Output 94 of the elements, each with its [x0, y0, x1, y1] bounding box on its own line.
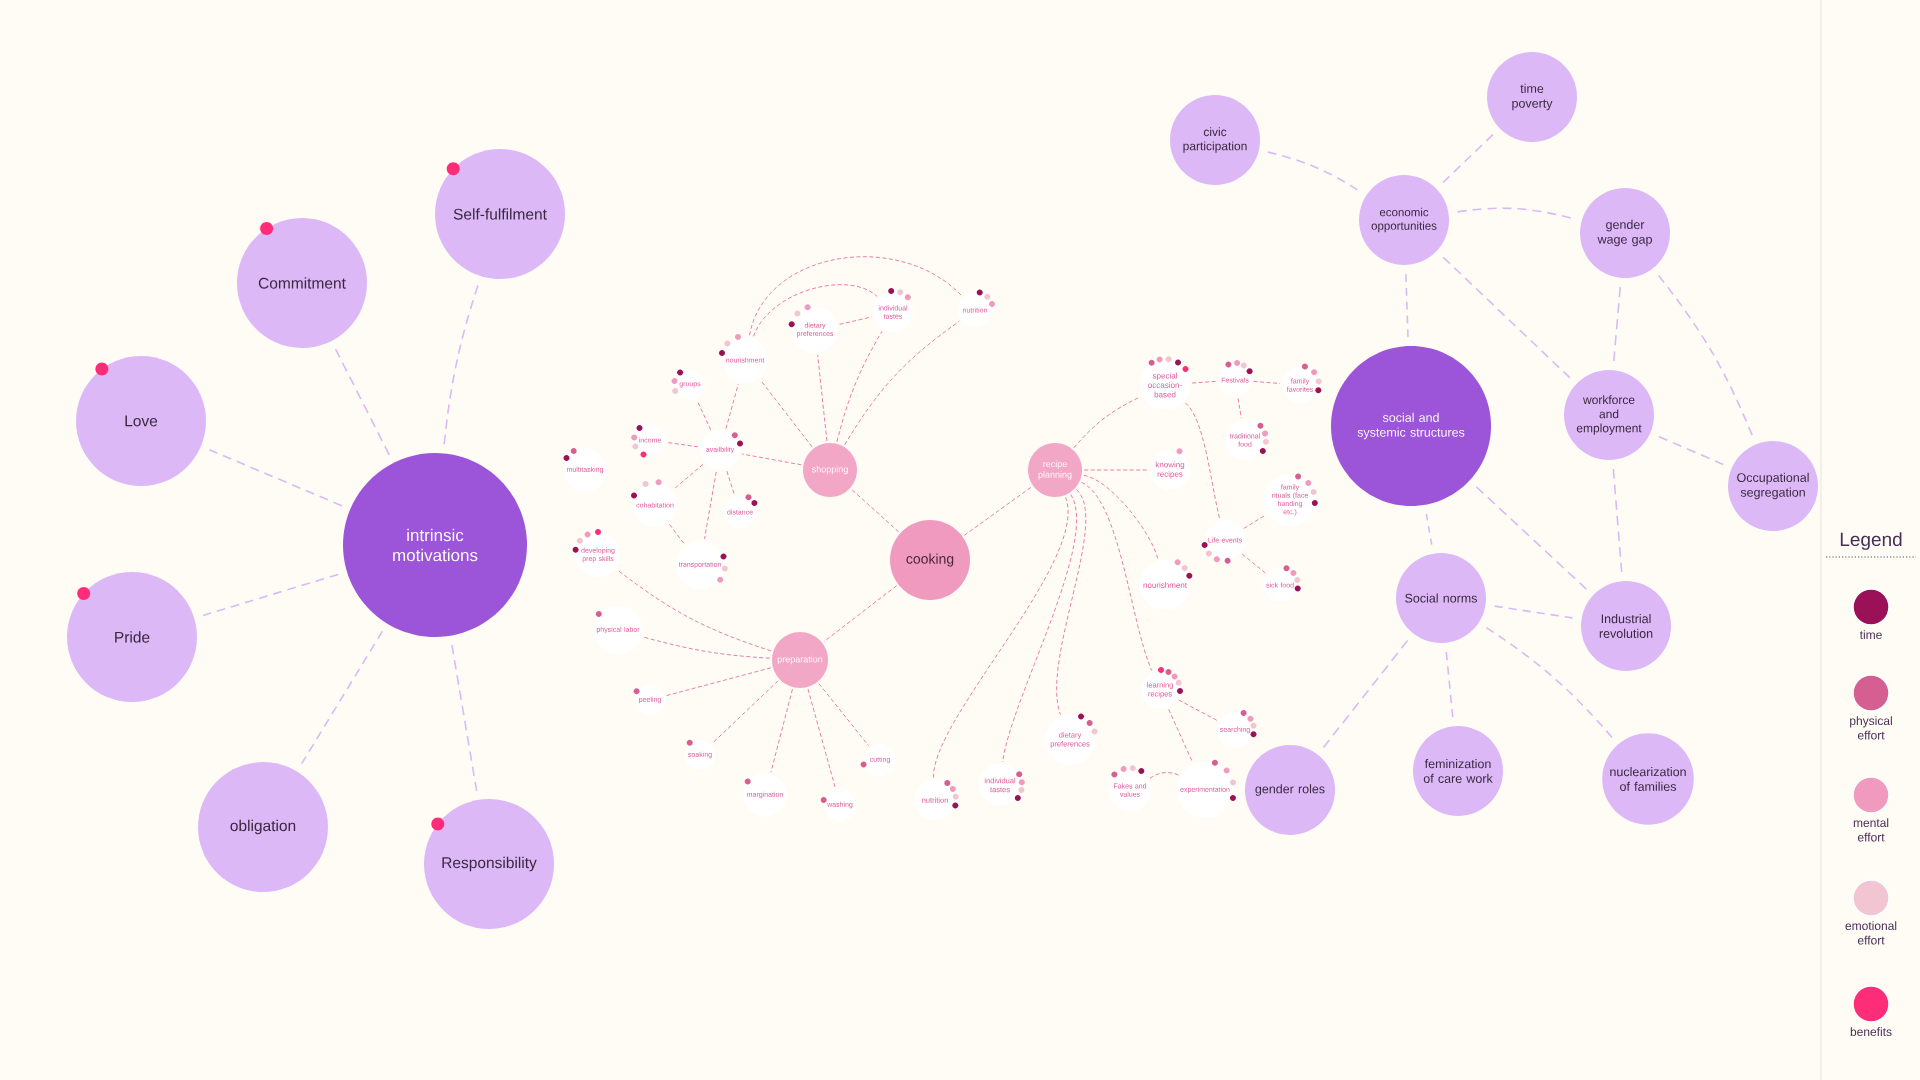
dashed-connector: [844, 320, 960, 446]
dashed-connector: [1083, 474, 1159, 560]
dashed-connector: [1405, 273, 1409, 338]
dashed-connector: [807, 688, 836, 788]
dashed-connector: [1178, 699, 1218, 721]
dashed-connector: [1168, 708, 1194, 763]
circle-node: workforce and employment: [1564, 370, 1654, 460]
dashed-connector: [666, 667, 772, 697]
dashed-connector: [202, 573, 339, 617]
large-circle-node: intrinsic motivations: [343, 453, 527, 637]
dashed-connector: [1425, 513, 1433, 546]
dashed-connector: [1456, 207, 1574, 220]
dashed-connector: [851, 489, 900, 533]
circle-node: preparation: [772, 632, 828, 688]
small-circle-node: knowing recipes: [1150, 450, 1190, 490]
dashed-connector: [1322, 639, 1409, 749]
dashed-connector: [1081, 481, 1153, 671]
circle-node: Social norms: [1396, 553, 1486, 643]
dashed-connector: [1056, 489, 1087, 715]
dashed-connector: [443, 284, 479, 446]
dashed-connector: [839, 316, 872, 325]
circle-node: civic participation: [1170, 95, 1260, 185]
dashed-connector: [1149, 772, 1180, 779]
legend-title: Legend: [1840, 532, 1902, 550]
dashed-connector: [1657, 435, 1725, 466]
dashed-connector: [1185, 402, 1221, 519]
circle-node: time poverty: [1487, 52, 1577, 142]
dashed-connector: [1485, 626, 1613, 739]
circle-node: Commitment: [237, 218, 367, 348]
dashed-connector: [818, 683, 870, 747]
legend-label: time: [1859, 630, 1882, 639]
circle-node: economic opportunities: [1359, 175, 1449, 265]
dashed-connector: [817, 354, 828, 442]
dashed-connector: [1442, 133, 1494, 184]
dashed-connector: [616, 569, 772, 652]
dashed-connector: [753, 284, 878, 337]
small-circle-node: nourishment: [1140, 560, 1190, 610]
circle-node: gender roles: [1245, 745, 1335, 835]
small-circle-node: special occasion-based: [1140, 360, 1190, 410]
circle-node: Occupational segregation: [1728, 441, 1818, 531]
dashed-connector: [1237, 397, 1242, 419]
large-circle-node: social and systemic structures: [1331, 346, 1491, 506]
dashed-connector: [823, 585, 897, 643]
dashed-connector: [673, 463, 704, 490]
dashed-connector: [704, 471, 717, 540]
circle-node: Responsibility: [424, 799, 554, 929]
dashed-connector: [1253, 381, 1281, 384]
dashed-connector: [725, 383, 739, 430]
dashed-connector: [1612, 286, 1622, 362]
legend-label: physical effort: [1850, 716, 1892, 740]
dashed-connector: [1002, 494, 1077, 763]
dashed-connector: [1475, 485, 1588, 590]
dashed-connector: [770, 688, 793, 773]
dashed-connector: [696, 400, 712, 431]
dashed-connector: [643, 636, 771, 659]
circle-node: Pride: [67, 572, 197, 702]
dashed-connector: [1241, 553, 1266, 574]
dashed-connector: [451, 644, 478, 792]
dashed-connector: [1073, 396, 1141, 449]
circle-node: feminization of care work: [1413, 726, 1503, 816]
circle-node: gender wage gap: [1580, 188, 1670, 278]
dashed-connector: [1493, 605, 1574, 619]
dashed-connector: [334, 348, 390, 456]
dashed-connector: [759, 379, 813, 448]
dashed-connector: [1267, 151, 1360, 192]
legend-label: mental effort: [1853, 818, 1889, 842]
dashed-connector: [933, 496, 1069, 779]
dashed-connector: [1445, 651, 1454, 718]
dashed-connector: [300, 630, 384, 765]
circle-node: shopping: [803, 443, 857, 497]
dashed-connector: [1243, 514, 1267, 529]
dashed-connector: [749, 256, 963, 336]
circle-node: nuclearization of families: [1602, 733, 1694, 825]
dashed-connector: [963, 486, 1032, 536]
circle-node: cooking: [890, 520, 970, 600]
dashed-connector: [1083, 469, 1149, 471]
dashed-connector: [666, 442, 699, 448]
dashed-connector: [1442, 256, 1571, 379]
circle-node: recipe planning: [1028, 443, 1082, 497]
legend-label: benefits: [1850, 1027, 1892, 1036]
circle-node: Self-fulfilment: [435, 149, 565, 279]
dashed-connector: [1191, 380, 1217, 384]
dashed-connector: [741, 453, 802, 466]
dashed-connector: [1612, 468, 1623, 573]
circle-node: obligation: [198, 762, 328, 892]
dashed-connector: [726, 470, 735, 496]
dashed-connector: [836, 330, 883, 443]
circle-node: Love: [76, 356, 206, 486]
dashed-connector: [712, 680, 779, 744]
dashed-connector: [1657, 274, 1754, 437]
legend-label: emotional effort: [1845, 921, 1897, 945]
dashed-connector: [208, 449, 343, 507]
circle-node: Industrial revolution: [1581, 581, 1671, 671]
dashed-connector: [669, 523, 685, 545]
